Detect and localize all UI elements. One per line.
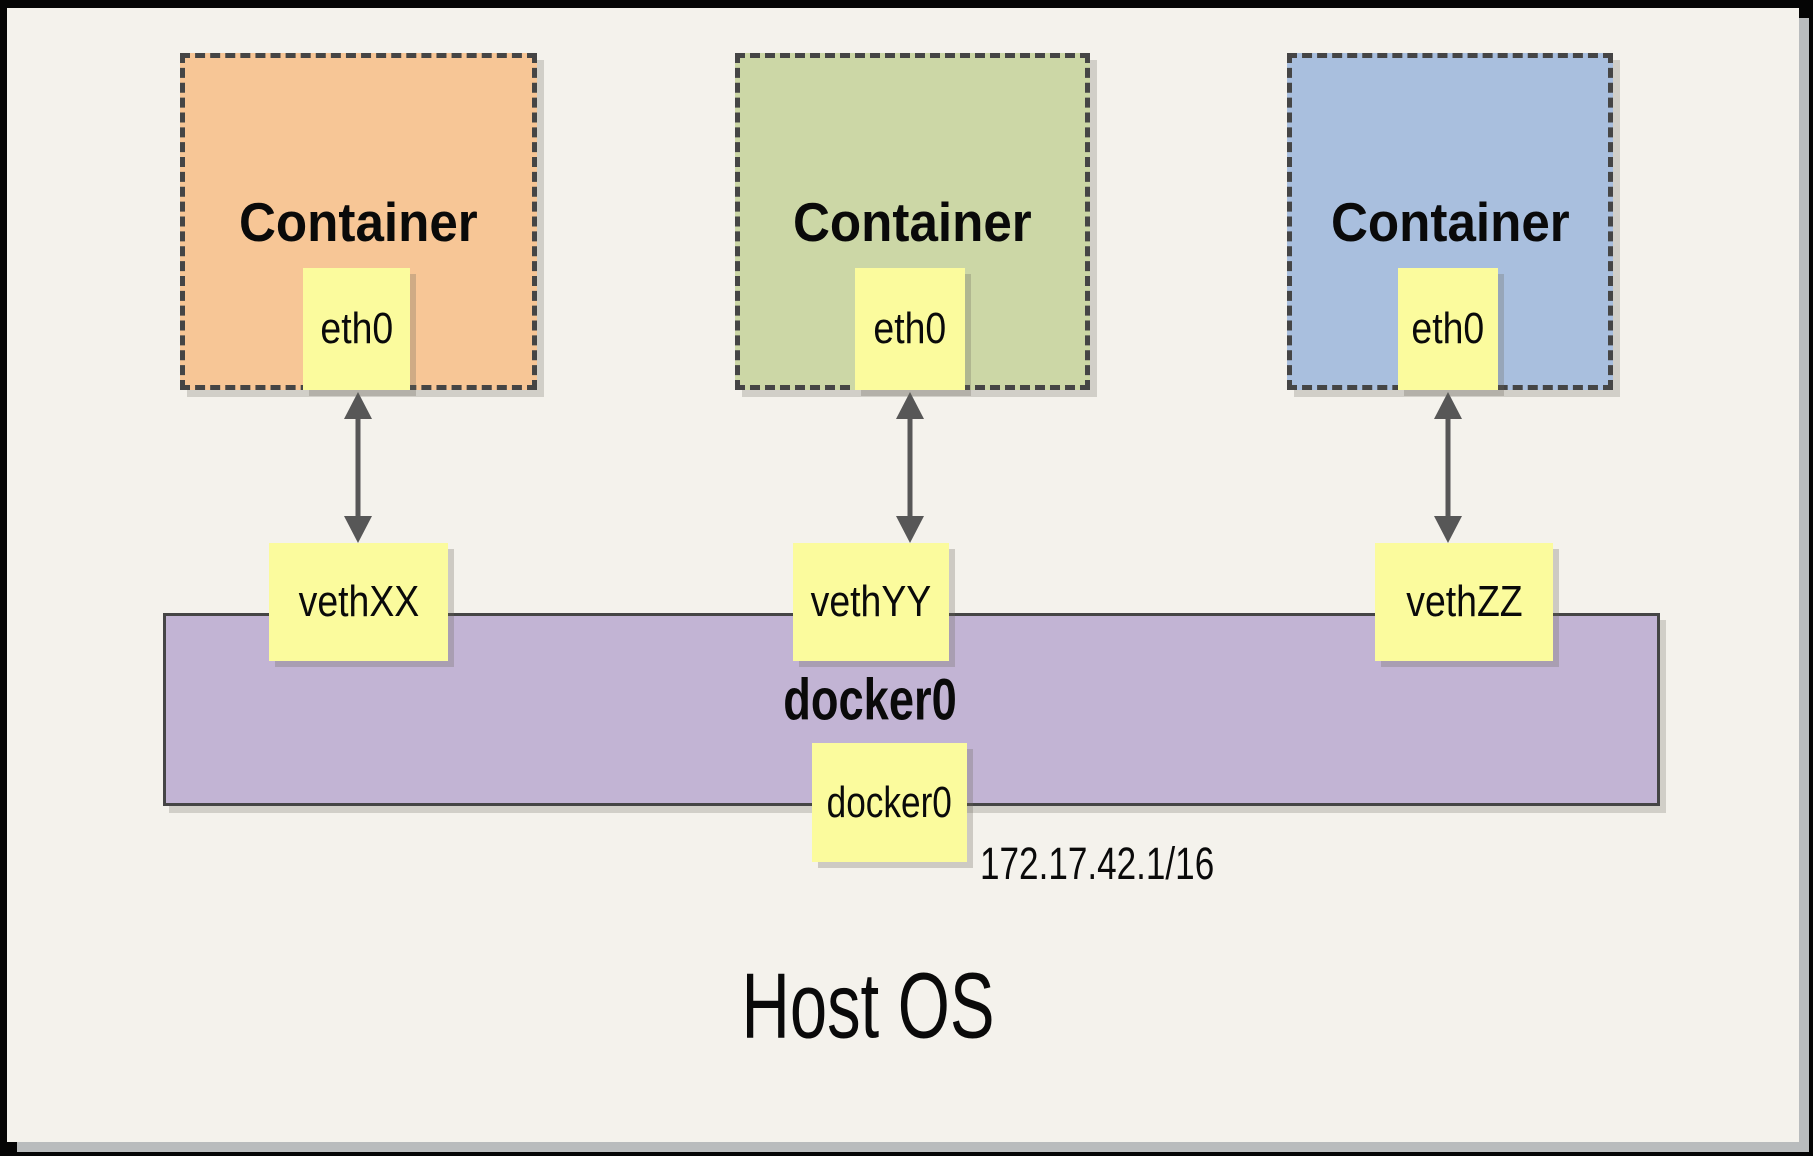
container-2-eth0-box: eth0 — [855, 268, 965, 390]
container-1-eth0-label: eth0 — [320, 304, 393, 353]
container-3-title: Container — [1330, 190, 1570, 253]
container-2-title: Container — [793, 190, 1032, 253]
vethzz-label: vethZZ — [1405, 577, 1523, 626]
bridge-ip-label: 172.17.42.1/16 — [980, 838, 1215, 889]
vethyy-label: vethYY — [810, 577, 932, 626]
vethxx-label: vethXX — [298, 577, 419, 626]
bidirectional-arrow-icon-2 — [895, 392, 925, 543]
vethzz-box: vethZZ — [1375, 543, 1553, 661]
diagram-canvas: Container eth0 Container eth0 Container … — [7, 8, 1799, 1142]
container-2-eth0-label: eth0 — [873, 304, 947, 353]
bidirectional-arrow-icon-3 — [1433, 392, 1463, 543]
docker0-interface-box: docker0 — [812, 743, 967, 862]
docker0-interface-label: docker0 — [826, 777, 953, 827]
container-1-eth0-box: eth0 — [303, 268, 410, 390]
container-3-eth0-box: eth0 — [1398, 268, 1498, 390]
host-os-title: Host OS — [741, 953, 995, 1058]
vethxx-box: vethXX — [269, 543, 448, 661]
bidirectional-arrow-icon-1 — [343, 392, 373, 543]
container-1-title: Container — [239, 190, 478, 253]
docker0-bridge-title: docker0 — [783, 667, 957, 733]
vethyy-box: vethYY — [793, 543, 949, 661]
container-3-eth0-label: eth0 — [1411, 304, 1485, 353]
